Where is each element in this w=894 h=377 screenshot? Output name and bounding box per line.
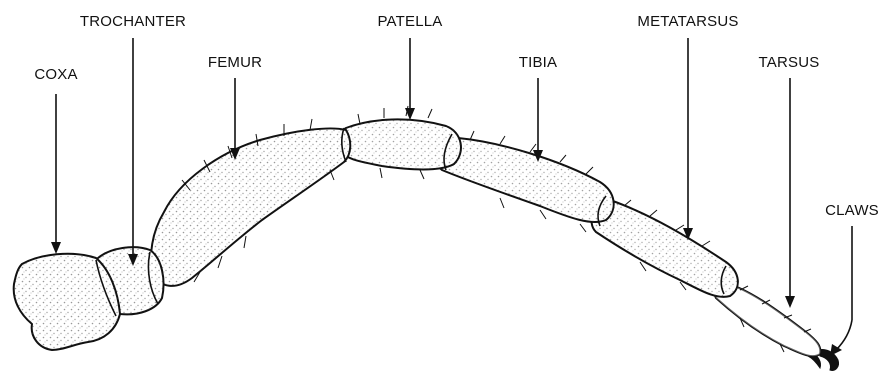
claws-arrow [830,226,852,356]
coxa-arrow [51,94,61,254]
metatarsus-arrow [683,38,693,240]
label-tibia: TIBIA [519,54,558,71]
trochanter-arrow [128,38,138,266]
tarsus-arrow [785,78,795,308]
annotation-labels: COXA TROCHANTER FEMUR PATELLA TIBIA META… [34,13,879,219]
label-femur: FEMUR [208,54,262,71]
label-patella: PATELLA [377,13,442,30]
label-tarsus: TARSUS [759,54,820,71]
label-metatarsus: METATARSUS [637,13,738,30]
patella-arrow [405,38,415,120]
label-trochanter: TROCHANTER [80,13,186,30]
leg-drawing [14,106,839,370]
label-claws: CLAWS [825,202,879,219]
tibia-arrow [533,78,543,162]
label-coxa: COXA [34,66,77,83]
